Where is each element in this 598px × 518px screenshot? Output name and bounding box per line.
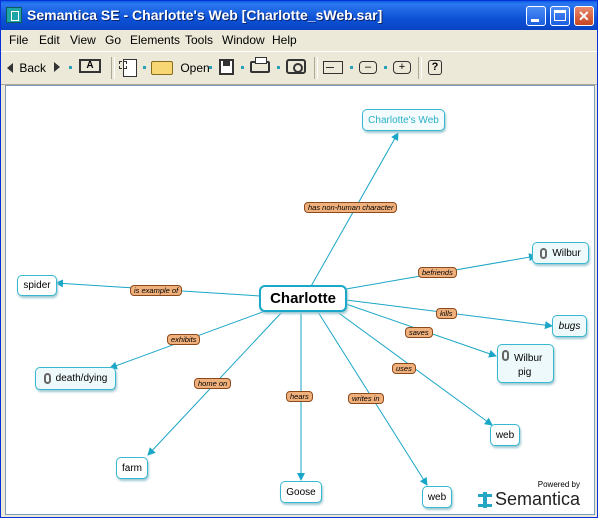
menu-file[interactable]: File	[9, 33, 29, 47]
menu-edit[interactable]: Edit	[39, 33, 60, 47]
back-label: Back	[19, 60, 47, 75]
help-icon[interactable]: ?	[428, 60, 442, 75]
link-saves[interactable]: saves	[405, 327, 433, 338]
concept-spider[interactable]: spider	[17, 275, 57, 296]
attachment-clip-icon	[540, 247, 548, 259]
new-map-icon[interactable]	[119, 57, 137, 77]
concept-label: Wilbur	[514, 352, 543, 364]
link-hears[interactable]: hears	[286, 391, 313, 402]
link-befriends[interactable]: befriends	[418, 267, 457, 278]
concept-map-canvas[interactable]: Charlotte Charlotte's Web Wilbur spider …	[5, 85, 595, 515]
concept-label: death/dying	[55, 373, 108, 384]
concept-label: bugs	[558, 320, 581, 332]
toolbar-dot	[209, 66, 212, 69]
folder-open-icon	[151, 60, 173, 75]
back-button[interactable]: Back	[7, 60, 46, 78]
maximize-icon	[554, 10, 566, 21]
menu-go[interactable]: Go	[105, 33, 122, 47]
zoom-out-icon[interactable]: –	[359, 61, 377, 74]
close-icon: ✕	[578, 8, 590, 24]
concept-label: Wilbur	[552, 247, 581, 259]
link-uses[interactable]: uses	[392, 363, 416, 374]
concept-label: web	[495, 429, 515, 441]
powered-by-label: Powered by	[537, 480, 580, 489]
zoom-in-icon[interactable]: +	[393, 61, 411, 74]
back-arrow-icon	[7, 62, 13, 73]
toolbar-separator	[418, 57, 422, 79]
concept-wilbur[interactable]: Wilbur	[532, 242, 589, 264]
link-home-on[interactable]: home on	[194, 378, 232, 389]
toolbar-dot	[384, 66, 387, 69]
forward-button[interactable]	[54, 61, 60, 79]
concept-charlottes-web[interactable]: Charlotte's Web	[362, 109, 445, 131]
semantica-app-icon[interactable]	[6, 7, 22, 23]
link-exhibits[interactable]: exhibits	[167, 334, 201, 345]
window-title: Semantica SE - Charlotte's Web [Charlott…	[27, 7, 383, 23]
open-label: Open	[180, 60, 210, 75]
menu-tools[interactable]: Tools	[185, 33, 214, 47]
camera-icon[interactable]	[286, 59, 306, 74]
maximize-button[interactable]	[550, 6, 570, 26]
attachment-clip-icon	[502, 349, 509, 361]
concept-farm[interactable]: farm	[116, 457, 148, 479]
concept-bugs[interactable]: bugs	[552, 315, 587, 337]
brand-name: Semantica	[494, 489, 580, 509]
view-window-icon[interactable]	[323, 61, 343, 74]
toolbar-dot	[241, 66, 244, 69]
menu-view[interactable]: View	[70, 33, 96, 47]
menu-elements[interactable]: Elements	[130, 33, 181, 47]
link-writes-in[interactable]: writes in	[348, 393, 384, 404]
toolbar-dot	[350, 66, 353, 69]
close-button[interactable]: ✕	[574, 6, 594, 26]
concept-goose[interactable]: Goose	[280, 481, 322, 503]
concept-web-1[interactable]: web	[490, 424, 520, 446]
toolbar-dot	[69, 66, 72, 69]
concept-label: farm	[122, 462, 142, 474]
concept-label: web	[427, 491, 447, 503]
concept-label: pig	[518, 366, 532, 378]
concept-wilbur-pig[interactable]: Wilbur pig	[497, 344, 554, 383]
open-button[interactable]: Open	[151, 60, 210, 78]
minimize-icon	[531, 19, 539, 22]
link-has-non-human-character[interactable]: has non-human character	[304, 202, 398, 213]
menu-help[interactable]: Help	[272, 33, 297, 47]
toolbar-dot	[277, 66, 280, 69]
print-icon[interactable]	[250, 57, 270, 73]
toolbar-dot	[143, 66, 146, 69]
semantica-logo: Powered by Semantica	[477, 480, 580, 510]
forward-arrow-icon	[54, 62, 60, 72]
title-bar[interactable]: Semantica SE - Charlotte's Web [Charlott…	[1, 1, 597, 30]
toolbar: Back A Open –	[1, 51, 597, 85]
minimize-button[interactable]	[526, 6, 546, 26]
concept-label: Goose	[286, 486, 316, 498]
concept-death-dying[interactable]: death/dying	[35, 367, 116, 390]
link-is-example-of[interactable]: is example of	[130, 285, 183, 296]
concept-web-2[interactable]: web	[422, 486, 452, 508]
toolbar-separator	[111, 57, 115, 79]
menu-window[interactable]: Window	[222, 33, 265, 47]
link-kills[interactable]: kills	[436, 308, 457, 319]
concept-label: Charlotte's Web	[368, 114, 439, 126]
text-tool-icon[interactable]: A	[79, 59, 101, 73]
concept-label: Charlotte	[270, 290, 336, 307]
toolbar-separator	[314, 57, 318, 79]
save-icon[interactable]	[219, 59, 234, 75]
concept-label: spider	[23, 280, 51, 291]
semantica-logo-icon	[477, 491, 492, 508]
menu-bar: File Edit View Go Elements Tools Window …	[1, 30, 597, 50]
concept-charlotte[interactable]: Charlotte	[259, 285, 347, 312]
attachment-clip-icon	[43, 373, 51, 384]
